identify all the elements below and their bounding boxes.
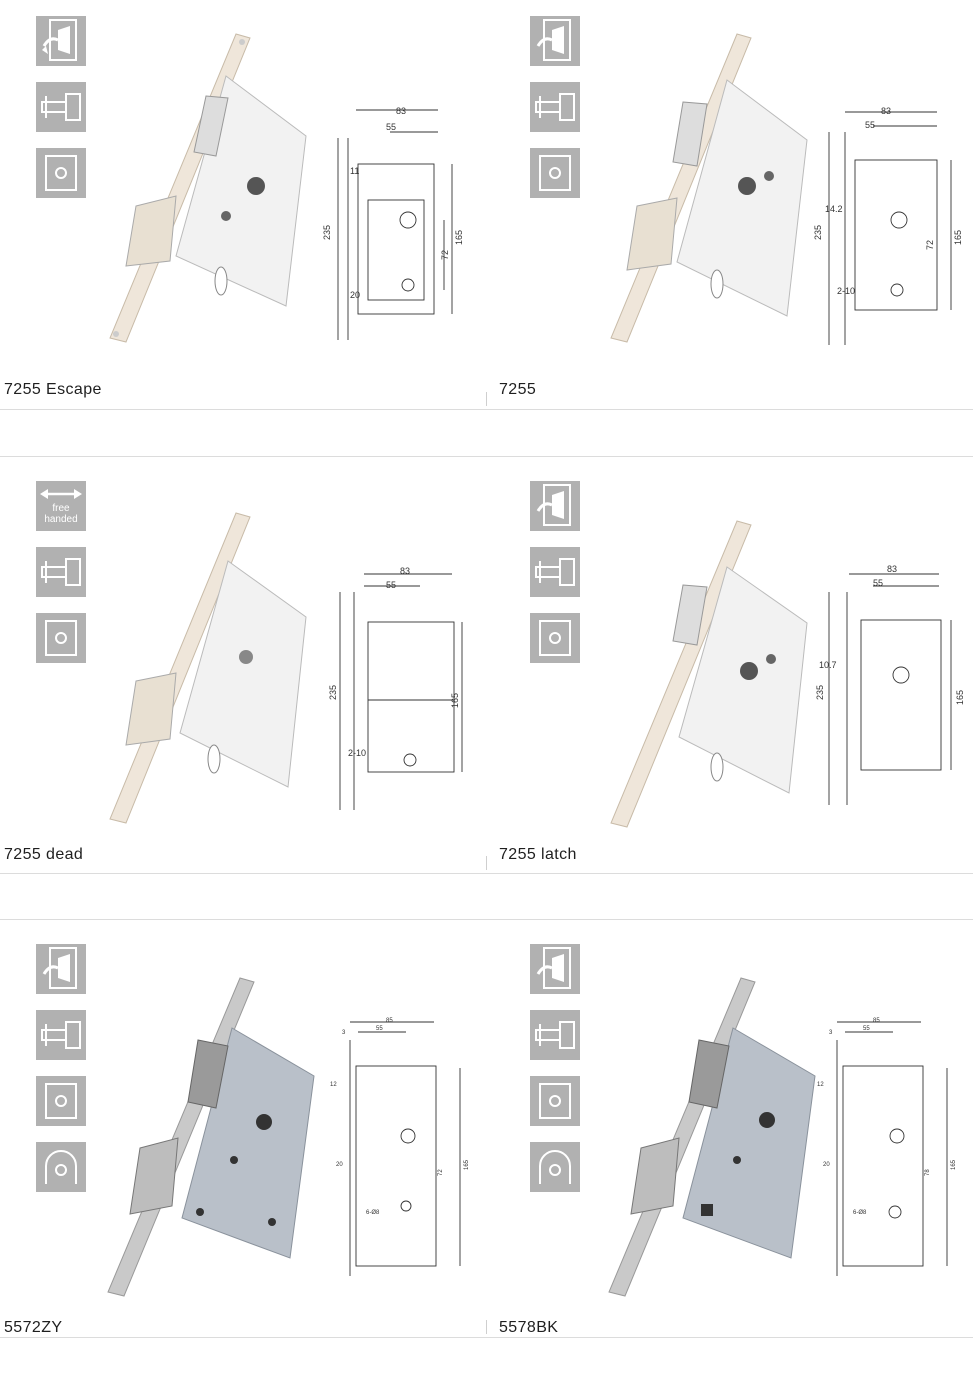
dim-width: 83	[396, 106, 406, 116]
dim-center: 72	[438, 1169, 444, 1176]
dim-height: 235	[813, 225, 823, 240]
product-caption: 7255	[499, 381, 537, 398]
divider	[0, 873, 973, 874]
lock-photo	[109, 512, 307, 824]
column-separator	[486, 856, 487, 870]
dim-center: 72	[440, 250, 450, 260]
escape-function-icon	[530, 944, 580, 994]
bolt-icon	[36, 82, 86, 132]
free-handed-label: free handed	[44, 503, 78, 525]
dim-backset: 55	[386, 580, 396, 590]
dim-backset: 55	[863, 1026, 870, 1032]
lock-photo	[610, 520, 808, 828]
feature-icons	[36, 16, 86, 214]
technical-drawing: 83 55 10.7 235 165	[815, 564, 965, 805]
dim-body: 165	[953, 230, 963, 245]
dim-latch: 14.2	[825, 204, 843, 214]
feature-icons	[530, 944, 580, 1208]
dim-width: 85	[386, 1018, 393, 1024]
technical-drawing: 85 55 3 12 165 78 20 6-Ø8	[817, 1018, 957, 1276]
product-caption: 7255 Escape	[4, 381, 102, 398]
dim-height: 165	[951, 1159, 957, 1170]
dim-bottom: 20	[336, 1162, 343, 1168]
feature-icons	[530, 481, 580, 679]
dim-latch: 12	[330, 1082, 337, 1088]
product-caption: 7255 dead	[4, 846, 84, 863]
cylinder-icon	[36, 1076, 86, 1126]
technical-drawing: 83 55 14.2 235 165 72 2-10	[813, 106, 963, 345]
dim-center: 72	[925, 240, 935, 250]
escape-function-icon	[36, 944, 86, 994]
technical-drawing: 85 55 3 12 165 72 20 6-Ø8	[330, 1018, 470, 1276]
cylinder-icon	[36, 613, 86, 663]
dim-height: 165	[464, 1159, 470, 1170]
dim-backset: 55	[386, 122, 396, 132]
feature-icons	[530, 16, 580, 214]
product-caption: 5578BK	[499, 1319, 559, 1336]
feature-icons	[36, 944, 86, 1208]
dim-height: 235	[322, 225, 332, 240]
lock-photo	[608, 977, 816, 1297]
dim-bottom: 20	[823, 1162, 830, 1168]
product-caption: 7255 latch	[499, 846, 577, 863]
dim-height: 235	[328, 685, 338, 700]
dim-top: 3	[342, 1030, 346, 1036]
column-separator	[486, 392, 487, 406]
dim-center: 78	[925, 1169, 931, 1176]
bolt-icon	[530, 1010, 580, 1060]
dim-backset: 55	[865, 120, 875, 130]
feature-icons: free handed	[36, 481, 86, 679]
lock-photo	[610, 33, 808, 343]
bolt-icon	[36, 1010, 86, 1060]
cylinder-icon	[530, 1076, 580, 1126]
bolt-icon	[36, 547, 86, 597]
divider	[0, 409, 973, 410]
dim-body: 165	[955, 690, 965, 705]
technical-drawing: 83 55 11 235 165 72 20	[322, 106, 464, 340]
escape-function-icon	[36, 16, 86, 66]
dim-bottom: 2-10	[837, 286, 855, 296]
column-separator	[486, 1320, 487, 1334]
divider	[0, 456, 973, 457]
arch-cylinder-icon	[36, 1142, 86, 1192]
dim-body: 165	[454, 230, 464, 245]
lock-photo	[107, 977, 315, 1297]
dim-backset: 55	[873, 578, 883, 588]
dim-top: 3	[829, 1030, 833, 1036]
arch-cylinder-icon	[530, 1142, 580, 1192]
dim-latch: 11	[350, 166, 359, 176]
bolt-icon	[530, 82, 580, 132]
cylinder-icon	[36, 148, 86, 198]
product-card-5578bk: 85 55 3 12 165 78 20 6-Ø8 5578BK	[487, 928, 973, 1380]
dim-backset: 55	[376, 1026, 383, 1032]
bolt-icon	[530, 547, 580, 597]
dim-bottom: 20	[350, 290, 360, 300]
product-card-7255: 83 55 14.2 235 165 72 2-10 7255	[487, 0, 973, 452]
dim-height: 235	[815, 685, 825, 700]
dim-holes: 6-Ø8	[853, 1210, 867, 1216]
technical-drawing: 83 55 235 165 2-10	[328, 566, 463, 810]
cylinder-icon	[530, 613, 580, 663]
escape-function-icon	[530, 481, 580, 531]
dim-width: 83	[881, 106, 891, 116]
product-card-7255-latch: 83 55 10.7 235 165 7255 latch	[487, 465, 973, 917]
divider	[0, 1337, 973, 1338]
dim-latch: 10.7	[819, 660, 837, 670]
dim-latch: 12	[817, 1082, 824, 1088]
dim-body: 165	[450, 693, 460, 708]
divider	[0, 919, 973, 920]
dim-bottom: 2-10	[348, 748, 366, 758]
free-handed-icon: free handed	[36, 481, 86, 531]
dim-width: 85	[873, 1018, 880, 1024]
dim-width: 83	[887, 564, 897, 574]
product-card-7255-dead: free handed 83 55 235 165 2-10 7255 dead	[0, 465, 486, 917]
dim-holes: 6-Ø8	[366, 1210, 380, 1216]
product-card-7255-escape: 83 55 11 235 165 72 20 7255 Escape	[0, 0, 486, 452]
product-caption: 5572ZY	[4, 1319, 63, 1336]
lock-photo	[109, 33, 307, 343]
dim-width: 83	[400, 566, 410, 576]
product-card-5572zy: 85 55 3 12 165 72 20 6-Ø8 5572ZY	[0, 928, 486, 1380]
cylinder-icon	[530, 148, 580, 198]
escape-function-icon	[530, 16, 580, 66]
